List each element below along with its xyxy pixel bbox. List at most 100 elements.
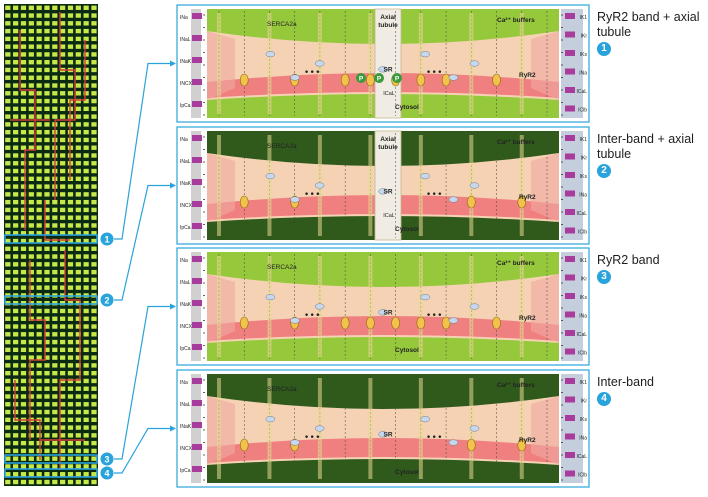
grid-cell [36,238,42,244]
grid-cell [91,67,97,73]
grid-cell [44,28,50,34]
callout-arrow [170,425,176,432]
right-current-label: IKr [581,156,588,162]
left-current-label: INaK [180,302,192,308]
grid-cell [44,238,50,244]
grid-cell [60,425,66,430]
grid-cell [91,114,97,119]
grid-cell [28,83,34,88]
grid-cell [52,246,58,251]
grid-cell [52,332,58,337]
grid-cell [52,472,58,477]
diffusion-column [519,135,524,236]
grid-cell [13,479,19,485]
grid-cell [52,44,58,49]
grid-cell [36,137,42,143]
grid-cell [44,339,50,345]
grid-cell [83,246,89,251]
grid-cell [28,246,34,251]
left-channel [192,223,202,229]
grid-cell [67,83,74,88]
grid-cell [67,316,74,321]
grid-cell [44,370,50,376]
sr-label: SR [383,310,392,317]
grid-cell [52,355,58,360]
grid-cell [44,83,50,88]
grid-cell [75,285,81,290]
grid-cell [60,394,66,399]
grid-cell [36,122,42,127]
grid-cell [60,215,66,220]
grid-cell [60,60,66,65]
grid-cell [20,363,27,368]
grid-cell [36,285,42,290]
grid-cell [5,324,11,329]
grid-cell [5,223,11,228]
grid-cell [44,285,50,290]
grid-cell [5,308,11,314]
grid-cell [28,106,34,112]
grid-cell [13,324,19,329]
grid-cell [60,347,66,353]
grid-cell [75,440,81,446]
grid-cell [44,5,50,10]
grid-cell [20,262,27,267]
grid-cell [13,5,19,10]
grid-cell [44,332,50,337]
buffer-molecule [265,173,276,180]
grid-cell [36,409,42,415]
grid-cell [5,137,11,143]
ryr2-channel [492,73,501,87]
grid-cell [28,36,34,42]
left-current-label: INa [180,15,188,21]
grid-cell [60,316,66,321]
grid-cell [13,440,19,446]
grid-cell [75,472,81,477]
buffer-molecule [469,425,480,432]
grid-cell [60,448,66,454]
grid-cell [60,44,66,49]
grid-cell [52,91,58,96]
grid-cell [20,394,27,399]
grid-cell [67,52,74,57]
grid-cell [36,215,42,220]
grid-cell [60,285,66,290]
grid-cell [20,67,27,73]
grid-cell [28,324,34,329]
grid-cell [44,21,50,26]
grid-cell [20,433,27,438]
grid-cell [28,129,34,135]
grid-cell [52,5,58,10]
grid-cell [60,355,66,360]
grid-cell [44,145,50,150]
grid-cell [67,355,74,360]
grid-cell [5,285,11,290]
grid-cell [36,52,42,57]
grid-cell [13,44,19,49]
grid-cell [52,394,58,399]
buffer-molecule [314,60,325,67]
grid-cell [83,199,89,205]
grid-cell [52,254,58,259]
grid-cell [20,5,27,10]
grid-cell [13,464,19,469]
grid-cell [91,339,97,345]
grid-cell [75,254,81,259]
grid-cell [60,98,66,104]
diffusion-column [418,378,423,479]
grid-cell [75,339,81,345]
grid-cell [83,394,89,399]
right-current-label: IKs [580,295,588,301]
right-current-label: ICaL [576,332,587,338]
grid-cell [52,417,58,422]
right-current-label: ICaL [576,454,587,460]
grid-cell [28,402,34,407]
callout-line [114,184,170,301]
diffusion-column [267,256,272,357]
grid-cell [20,192,27,197]
membrane-left [191,9,201,118]
grid-cell [20,145,27,150]
